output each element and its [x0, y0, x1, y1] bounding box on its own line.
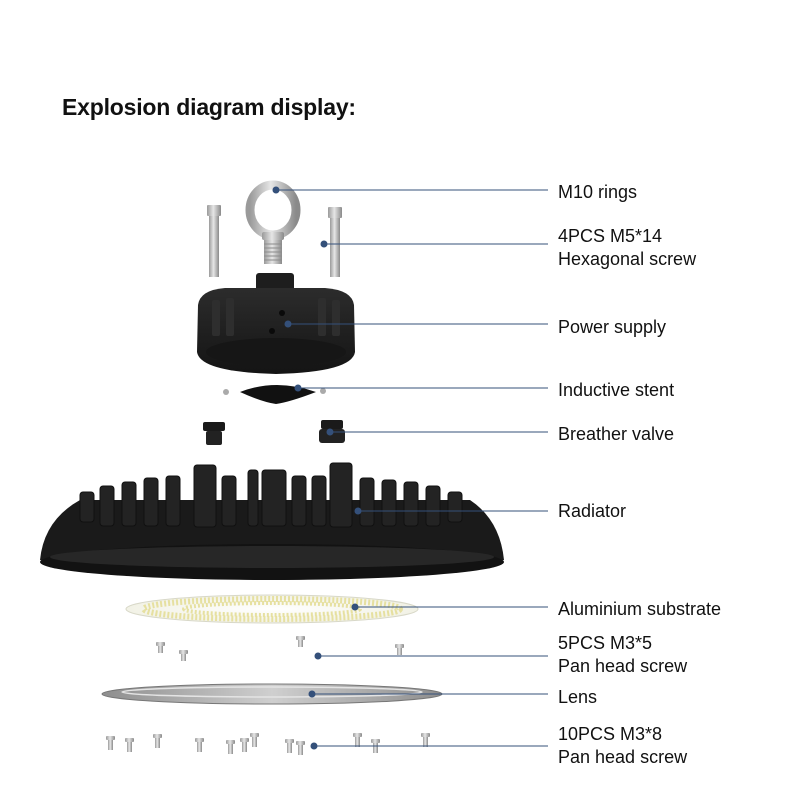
label-hex-screw: 4PCS M5*14 Hexagonal screw [558, 225, 696, 271]
label-line: 4PCS M5*14 [558, 226, 663, 246]
aluminium-substrate-part [125, 594, 419, 624]
label-line: M10 rings [558, 182, 638, 202]
label-inductive-stent: Inductive stent [558, 379, 674, 402]
pan-head-screws-5-part [156, 636, 404, 661]
leader-dot-aluminium-substrate [351, 603, 359, 611]
label-line: 10PCS M3*8 [558, 724, 663, 744]
leader-dot-power-supply [284, 320, 292, 328]
label-pan-head-10: 10PCS M3*8 Pan head screw [558, 723, 687, 769]
label-pan-head-5: 5PCS M3*5 Pan head screw [558, 632, 687, 678]
label-lens: Lens [558, 686, 597, 709]
label-line: Lens [558, 687, 598, 707]
label-aluminium-substrate: Aluminium substrate [558, 598, 721, 621]
label-power-supply: Power supply [558, 316, 666, 339]
label-m10-rings: M10 rings [558, 181, 637, 204]
leader-dot-m10-rings [272, 186, 280, 194]
label-line: Power supply [558, 317, 667, 337]
leader-dot-breather-valve [326, 428, 334, 436]
power-supply-part [197, 273, 355, 374]
page-title: Explosion diagram display: [62, 94, 356, 120]
label-line: Hexagonal screw [558, 249, 697, 269]
label-line: Pan head screw [558, 747, 688, 767]
leader-dot-radiator [354, 507, 362, 515]
label-radiator: Radiator [558, 500, 626, 523]
lens-part [101, 683, 443, 705]
leader-dot-hex-screw [320, 240, 328, 248]
label-line: Aluminium substrate [558, 599, 722, 619]
label-line: Pan head screw [558, 656, 688, 676]
label-line: Breather valve [558, 424, 675, 444]
leader-dot-pan-head-5 [314, 652, 322, 660]
breather-valve-part [203, 420, 345, 445]
pan-head-screws-10-part [106, 733, 430, 755]
label-line: 5PCS M3*5 [558, 633, 653, 653]
m10-ring-part [245, 180, 301, 264]
leader-dot-pan-head-10 [310, 742, 318, 750]
radiator-part [40, 462, 504, 580]
label-breather-valve: Breather valve [558, 423, 674, 446]
hex-screw-part [207, 205, 342, 277]
label-line: Inductive stent [558, 380, 675, 400]
leader-dot-inductive-stent [294, 384, 302, 392]
label-line: Radiator [558, 501, 627, 521]
leader-dot-lens [308, 690, 316, 698]
